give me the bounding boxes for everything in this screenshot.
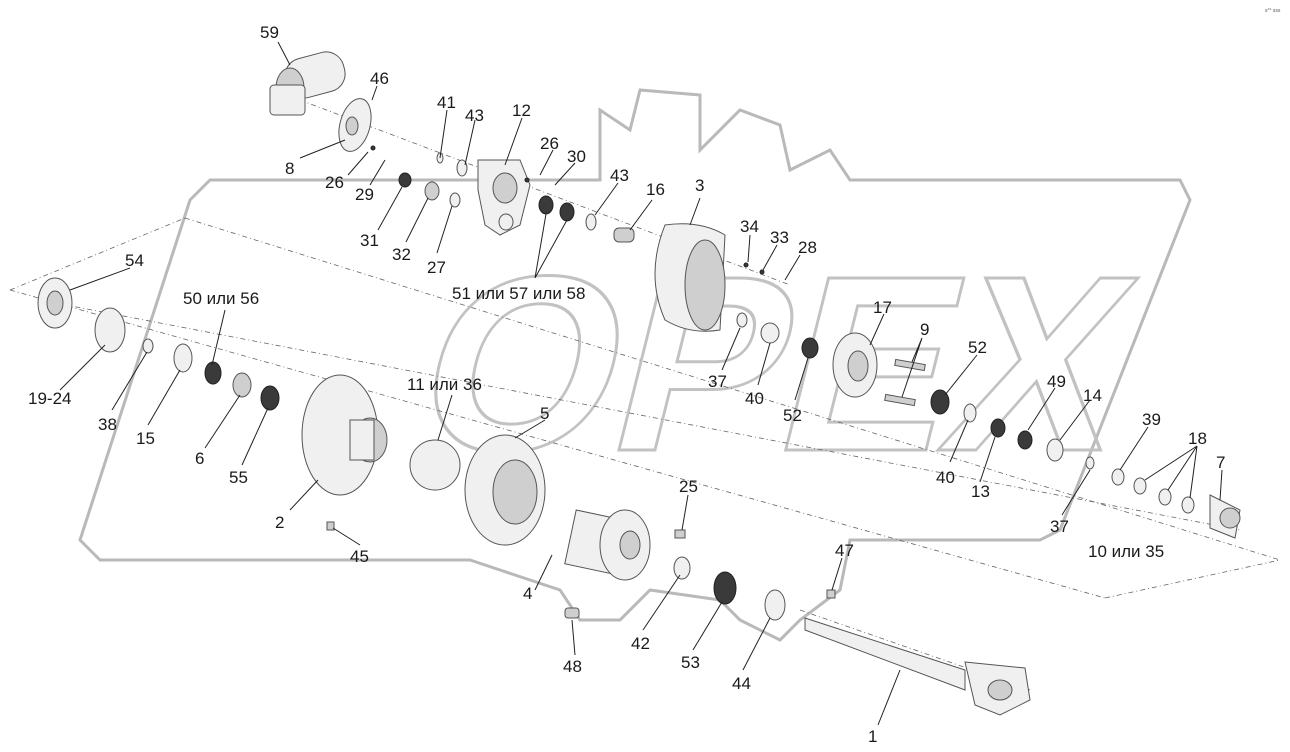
parts (37, 51, 1241, 716)
watermark-gear-outline (78, 88, 1192, 642)
part-17-hub (832, 332, 878, 398)
part-3-cover (654, 223, 726, 332)
callout-52b: 52 (783, 406, 802, 425)
callout-39: 39 (1142, 410, 1161, 429)
part-11-ring (409, 439, 461, 491)
part-42-ring (673, 556, 691, 580)
part-12-bracket (477, 159, 531, 236)
callout-11: 11 или 36 (407, 375, 482, 394)
callout-50: 50 или 56 (183, 289, 259, 308)
callout-40b: 40 (936, 468, 955, 487)
callout-10: 10 или 35 (1088, 542, 1164, 561)
callout-37b: 37 (1050, 517, 1069, 536)
part-1-shaft (804, 617, 1031, 716)
callout-30: 30 (567, 147, 586, 166)
callout-6: 6 (195, 449, 204, 468)
callout-26b: 26 (325, 173, 344, 192)
callout-53: 53 (681, 653, 700, 672)
callout-5: 5 (540, 404, 549, 423)
shaft-axis (799, 609, 1031, 691)
frame-line-left-top (9, 217, 186, 291)
callout-14: 14 (1083, 386, 1102, 405)
callout-8: 8 (285, 159, 294, 178)
callout-3: 3 (695, 176, 704, 195)
callout-43a: 43 (465, 106, 484, 125)
callout-34: 34 (740, 217, 759, 236)
part-25-screw (674, 529, 686, 539)
callout-38: 38 (98, 415, 117, 434)
callout-51: 51 или 57 или 58 (452, 284, 585, 303)
left-stack (37, 277, 280, 411)
callout-26a: 26 (540, 134, 559, 153)
callout-7: 7 (1216, 453, 1225, 472)
callout-44: 44 (732, 674, 751, 693)
callout-54: 54 (125, 251, 144, 270)
callout-45: 45 (350, 547, 369, 566)
part-5-pulley (464, 434, 546, 546)
callout-27: 27 (427, 258, 446, 277)
callout-4: 4 (523, 584, 532, 603)
callout-15: 15 (136, 429, 155, 448)
part-45-fitting (326, 521, 335, 531)
callout-12: 12 (512, 101, 531, 120)
callout-46: 46 (370, 69, 389, 88)
callout-labels: 59 46 41 43 12 8 26 30 26 29 43 16 3 31 … (28, 8, 1281, 746)
callout-1: 1 (868, 727, 877, 746)
part-44-ring (764, 589, 786, 621)
callout-9: 9 (920, 320, 929, 339)
callout-55: 55 (229, 468, 248, 487)
callout-31: 31 (360, 231, 379, 250)
callout-49: 49 (1047, 372, 1066, 391)
frame-line-right (1104, 559, 1281, 599)
callout-29: 29 (355, 185, 374, 204)
part-59-motor (269, 51, 346, 116)
callout-19-24: 19-24 (28, 389, 71, 408)
leader-lines (59, 41, 1223, 726)
part-48-key (564, 607, 580, 619)
callout-52a: 52 (968, 338, 987, 357)
part-8-flange (338, 98, 372, 152)
callout-59: 59 (260, 23, 279, 42)
frame-line-bottom (9, 289, 1106, 599)
callout-47: 47 (835, 541, 854, 560)
callout-42: 42 (631, 634, 650, 653)
callout-28: 28 (798, 238, 817, 257)
callout-43b: 43 (610, 166, 629, 185)
callout-17: 17 (873, 298, 892, 317)
callout-2: 2 (275, 513, 284, 532)
callout-18: 18 (1188, 429, 1207, 448)
part-4-housing (564, 509, 651, 581)
callout-41: 41 (437, 93, 456, 112)
part-53-seal (713, 571, 737, 605)
callout-33: 33 (770, 228, 789, 247)
part-47-fitting (826, 589, 836, 599)
callout-25: 25 (679, 477, 698, 496)
callout-48: 48 (563, 657, 582, 676)
callout-16: 16 (646, 180, 665, 199)
callout-13: 13 (971, 482, 990, 501)
corner-note: s°° sss (1265, 8, 1281, 14)
part-2-disk (301, 374, 388, 496)
right-stack (736, 312, 1241, 539)
callout-40a: 40 (745, 389, 764, 408)
callout-37a: 37 (708, 372, 727, 391)
callout-32: 32 (392, 245, 411, 264)
